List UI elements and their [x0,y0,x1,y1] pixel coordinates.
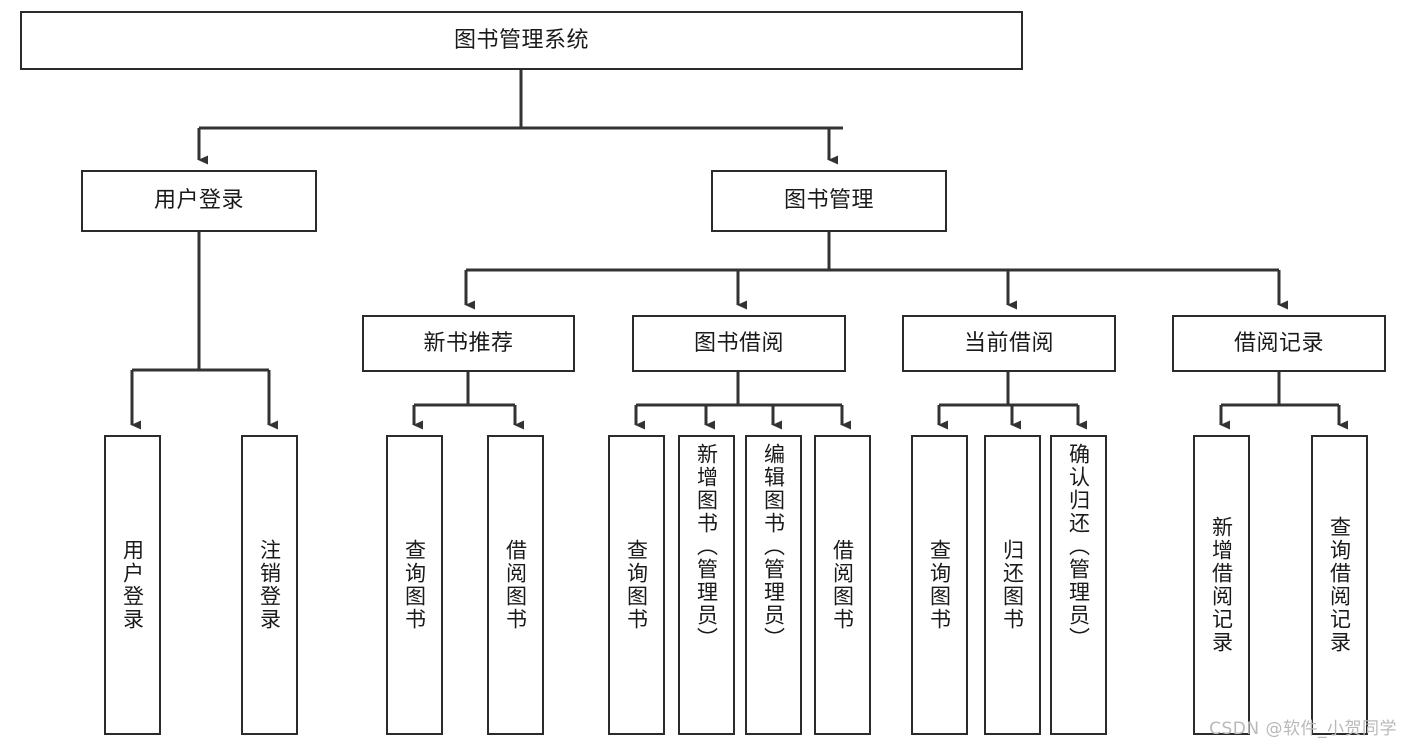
node-borrow-record[interactable]: 借阅记录 [1172,315,1386,372]
node-label: 新增图书（管理员） [694,443,719,650]
node-root-system[interactable]: 图书管理系统 [20,11,1023,70]
node-label: 归还图书 [1000,539,1025,631]
node-label: 图书管理系统 [453,27,589,53]
node-label: 借阅图书 [830,539,855,631]
node-new-book-rec[interactable]: 新书推荐 [362,315,575,372]
node-label: 查询图书 [624,539,649,631]
node-leaf-edit-book[interactable]: 编辑图书（管理员） [745,435,802,735]
node-leaf-confirm-return[interactable]: 确认归还（管理员） [1050,435,1107,735]
node-label: 图书管理 [783,188,874,214]
node-label: 图书借阅 [693,330,784,356]
node-label: 查询借阅记录 [1327,516,1352,654]
node-label: 注销登录 [257,539,282,631]
node-label: 编辑图书（管理员） [761,443,786,650]
node-leaf-add-record[interactable]: 新增借阅记录 [1193,435,1250,735]
node-leaf-query-book-2[interactable]: 查询图书 [608,435,665,735]
node-book-borrow[interactable]: 图书借阅 [632,315,846,372]
node-leaf-add-book[interactable]: 新增图书（管理员） [678,435,735,735]
node-label: 借阅图书 [503,539,528,631]
node-leaf-query-book-3[interactable]: 查询图书 [911,435,968,735]
node-label: 借阅记录 [1233,330,1324,356]
node-leaf-query-record[interactable]: 查询借阅记录 [1311,435,1368,735]
node-label: 用户登录 [153,188,244,214]
node-book-manage[interactable]: 图书管理 [711,170,947,232]
node-leaf-user-login[interactable]: 用户登录 [104,435,161,735]
node-label: 新书推荐 [423,330,514,356]
node-current-borrow[interactable]: 当前借阅 [902,315,1116,372]
node-label: 确认归还（管理员） [1066,443,1091,650]
node-label: 查询图书 [402,539,427,631]
node-label: 当前借阅 [963,330,1054,356]
node-leaf-query-book-1[interactable]: 查询图书 [386,435,443,735]
node-leaf-logout[interactable]: 注销登录 [241,435,298,735]
watermark-text: CSDN @软件_小贺同学 [1209,719,1397,739]
node-leaf-borrow-book-2[interactable]: 借阅图书 [814,435,871,735]
node-label: 用户登录 [120,539,145,631]
node-leaf-return-book[interactable]: 归还图书 [984,435,1041,735]
node-label: 查询图书 [927,539,952,631]
node-label: 新增借阅记录 [1209,516,1234,654]
node-user-login[interactable]: 用户登录 [81,170,317,232]
node-leaf-borrow-book-1[interactable]: 借阅图书 [487,435,544,735]
